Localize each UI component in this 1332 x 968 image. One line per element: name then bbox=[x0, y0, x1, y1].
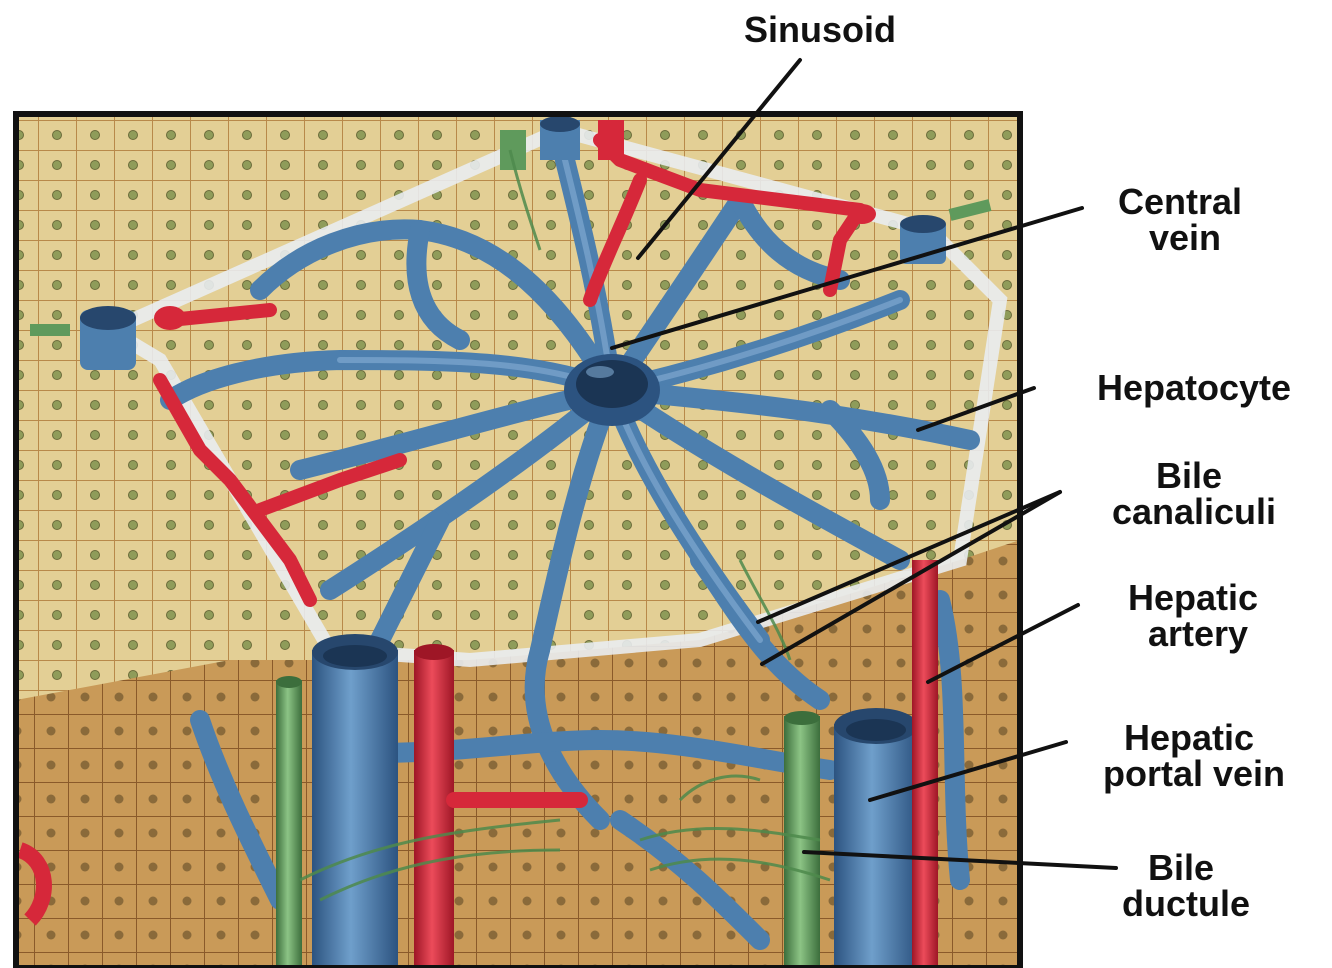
label-bile-canaliculi-line-1: Bile bbox=[1156, 455, 1222, 496]
label-hepatic-artery-line-1: Hepatic bbox=[1128, 577, 1258, 618]
hepatic-artery-left bbox=[414, 650, 454, 968]
label-central-vein-line-2: vein bbox=[1149, 217, 1221, 258]
label-sinusoid: Sinusoid bbox=[744, 9, 896, 50]
label-bile-ductule: Bile ductule bbox=[1122, 847, 1250, 924]
label-hepatic-portal-vein-line-2: portal vein bbox=[1103, 753, 1285, 794]
label-hepatic-portal-vein-line-1: Hepatic bbox=[1124, 717, 1254, 758]
hepatic-artery-right bbox=[912, 560, 938, 968]
lobule-illustration bbox=[16, 114, 1020, 968]
label-hepatic-artery-line-2: artery bbox=[1148, 613, 1248, 654]
bile-ductule-left bbox=[276, 680, 302, 968]
bile-ductule-right bbox=[784, 716, 820, 968]
label-hepatocyte: Hepatocyte bbox=[1097, 367, 1291, 408]
label-hepatic-artery: Hepatic artery bbox=[1128, 577, 1268, 654]
central-vein bbox=[564, 354, 660, 426]
portal-vein-left bbox=[312, 650, 398, 968]
label-central-vein: Central vein bbox=[1118, 181, 1252, 258]
label-bile-canaliculi-line-2: canaliculi bbox=[1112, 491, 1276, 532]
label-central-vein-line-1: Central bbox=[1118, 181, 1242, 222]
label-bile-ductule-line-1: Bile bbox=[1148, 847, 1214, 888]
label-bile-canaliculi: Bile canaliculi bbox=[1112, 455, 1276, 532]
label-bile-ductule-line-2: ductule bbox=[1122, 883, 1250, 924]
label-hepatic-portal-vein: Hepatic portal vein bbox=[1103, 717, 1285, 794]
portal-vein-right bbox=[834, 724, 918, 968]
